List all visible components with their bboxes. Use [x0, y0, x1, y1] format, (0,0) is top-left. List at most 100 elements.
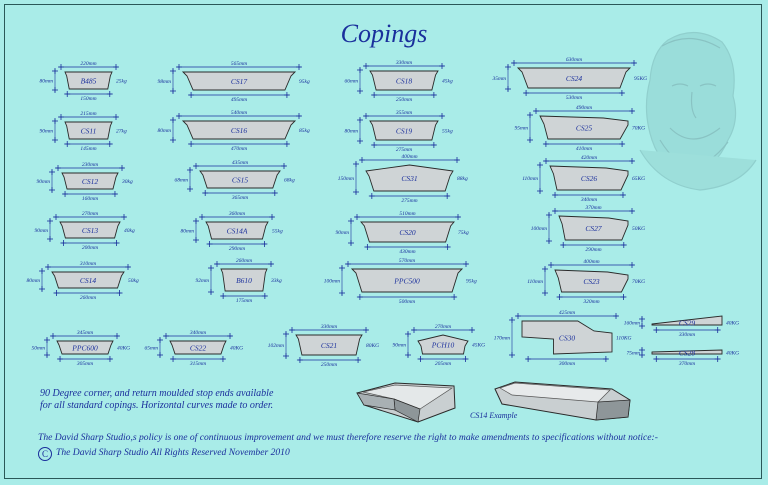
profile-name: CS14	[80, 276, 97, 285]
top-width-label: 345mm	[76, 329, 93, 336]
top-width-label: 330mm	[320, 324, 337, 330]
weight-label: 50KG	[632, 226, 645, 232]
top-width-label: 570mm	[399, 258, 415, 264]
policy-text: The David Sharp Studio,s policy is one o…	[38, 432, 658, 443]
top-width-label: 330mm	[395, 60, 412, 66]
bottom-width-label: 260mm	[80, 295, 96, 301]
height-label: 90mm	[40, 129, 53, 135]
profile-name: CS12	[82, 177, 99, 186]
height-label: 160mm	[624, 321, 640, 327]
bottom-width-label: 500mm	[399, 299, 415, 305]
height-label: 68mm	[175, 178, 188, 184]
copyright-icon: C	[38, 447, 52, 461]
profile-shape	[549, 165, 629, 191]
profile-shape	[169, 340, 227, 355]
weight-label: 95kg	[466, 279, 477, 285]
height-label: 80mm	[181, 229, 194, 235]
height-label: 65mm	[145, 346, 158, 352]
profile-name: CS17	[231, 77, 248, 86]
top-width-label: 435mm	[232, 159, 248, 166]
top-width-label: 400mm	[401, 153, 417, 160]
weight-label: 70KG	[632, 126, 645, 132]
profile-name: CS20	[399, 228, 416, 237]
bottom-width-label: 205mm	[435, 361, 451, 367]
weight-label: 88kg	[457, 176, 468, 182]
height-label: 90mm	[37, 179, 50, 185]
height-label: 95mm	[515, 126, 528, 132]
top-width-label: 260mm	[236, 258, 252, 264]
height-label: 90mm	[393, 343, 406, 349]
profile-name: CS18	[396, 77, 413, 86]
profile-shape	[554, 269, 629, 293]
profile-shape	[59, 221, 121, 239]
profile-shape	[521, 320, 613, 355]
top-width-label: 630mm	[566, 57, 582, 63]
profile-shape	[199, 170, 281, 189]
bottom-width-label: 305mm	[76, 361, 93, 367]
notes: 90 Degree corner, and return moulded sto…	[40, 388, 273, 412]
top-width-label: 230mm	[82, 162, 98, 168]
height-label: 100mm	[531, 226, 547, 232]
profile-shape	[64, 71, 113, 90]
page-title: Copings	[340, 19, 428, 48]
top-width-label: 340mm	[189, 329, 206, 336]
profile-shape	[181, 120, 297, 140]
height-label: 110mm	[527, 279, 543, 285]
height-label: 110mm	[522, 176, 538, 182]
top-width-label: 270mm	[435, 324, 451, 330]
bottom-width-label: 275mm	[396, 147, 412, 153]
height-label: 80mm	[345, 129, 358, 135]
weight-label: 85kg	[299, 128, 310, 134]
profile-name: CS13	[82, 226, 99, 235]
notes-line-1: 90 Degree corner, and return moulded sto…	[40, 388, 274, 399]
profile-name: PCH10	[431, 341, 455, 350]
top-width-label: 510mm	[399, 211, 415, 217]
profile-name: CS29	[679, 319, 696, 328]
top-width-label: 425mm	[559, 309, 575, 316]
weight-label: 65KG	[632, 176, 645, 182]
profile-shape	[61, 172, 119, 190]
bottom-width-label: 530mm	[566, 95, 582, 101]
profile-name: B610	[236, 276, 252, 285]
bottom-width-label: 430mm	[399, 248, 415, 255]
profile-shape	[651, 349, 723, 355]
profile-shape	[64, 121, 113, 140]
corner-piece-illustration	[356, 382, 456, 423]
height-label: 80mm	[27, 278, 40, 284]
top-width-label: 220mm	[80, 61, 96, 67]
weight-label: 45KG	[472, 342, 485, 349]
bottom-width-label: 320mm	[582, 299, 599, 305]
profile-name: CS27	[585, 224, 602, 233]
profile-shape	[295, 334, 363, 356]
profile-name: CS21	[321, 341, 337, 350]
weight-label: 30kg	[121, 179, 133, 185]
weight-label: 25kg	[116, 79, 127, 85]
bottom-width-label: 145mm	[80, 145, 96, 152]
bottom-width-label: 330mm	[678, 332, 695, 338]
height-label: 90mm	[336, 230, 349, 236]
height-label: 80mm	[158, 128, 171, 134]
profile-shape	[417, 334, 469, 355]
profile-shape	[205, 221, 269, 240]
profile-shape	[369, 120, 439, 141]
weight-label: 45kg	[442, 78, 453, 85]
weight-label: 33kg	[270, 278, 282, 284]
height-label: 150mm	[338, 176, 354, 182]
profile-name: B485	[81, 77, 97, 86]
profile-name: CS22	[190, 344, 207, 353]
bottom-width-label: 175mm	[236, 298, 252, 304]
height-label: 50mm	[32, 346, 45, 352]
height-label: 100mm	[324, 279, 340, 285]
